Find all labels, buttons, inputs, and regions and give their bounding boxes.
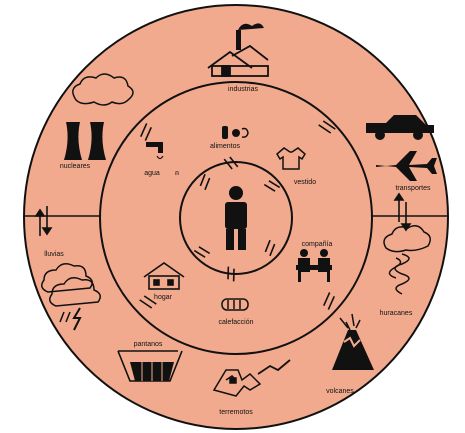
huracanes-label: huracanes bbox=[380, 310, 413, 317]
lluvias-label: lluvias bbox=[44, 251, 64, 258]
pantanos-label: pantanos bbox=[134, 341, 163, 348]
compania-label: compañía bbox=[302, 241, 333, 248]
alimentos-label: alimentos bbox=[210, 143, 240, 150]
volcanes-label: volcanes bbox=[326, 388, 354, 395]
industrias-label: industrias bbox=[228, 86, 258, 93]
terremotos-label: terremotos bbox=[219, 409, 253, 416]
nucleares-label: nucleares bbox=[60, 163, 91, 170]
hogar-label: hogar bbox=[154, 294, 173, 301]
svg-text:⍝: ⍝ bbox=[175, 170, 179, 177]
transportes-label: transportes bbox=[395, 185, 431, 192]
calefaccion-label: calefacción bbox=[218, 319, 253, 326]
agua-label: agua bbox=[144, 170, 160, 177]
vestido-label: vestido bbox=[294, 179, 316, 186]
